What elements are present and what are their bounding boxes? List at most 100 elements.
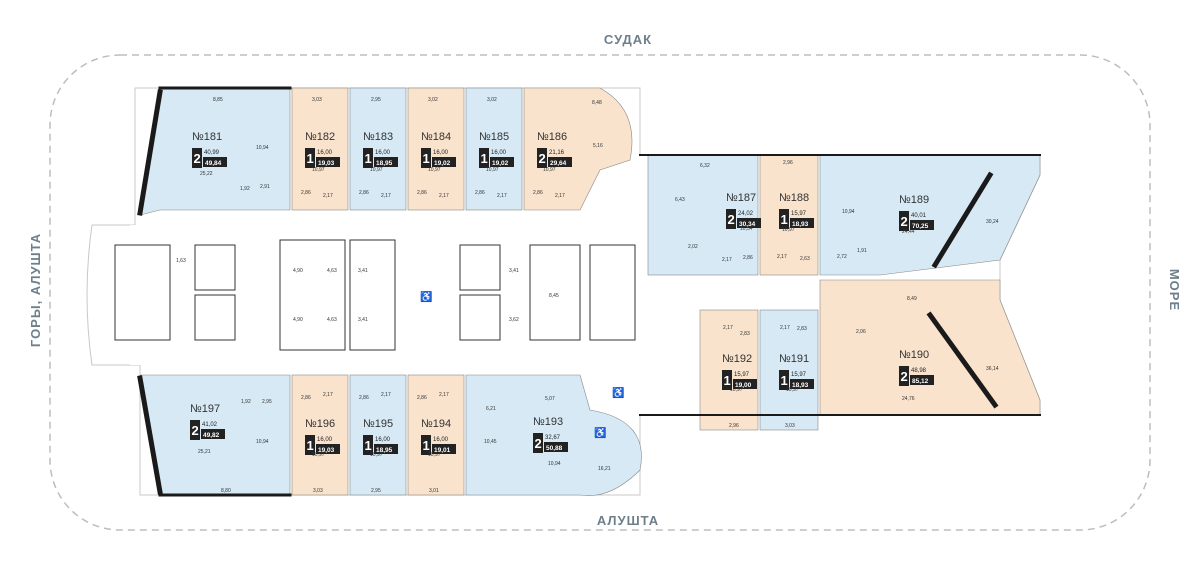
label-187: №187 2 24,02 30,34 (726, 192, 761, 229)
total-badge (374, 444, 398, 454)
unit-number: №196 (305, 418, 335, 430)
rooms-count: 2 (901, 214, 908, 229)
wheelchair-icon: ♿ (420, 290, 432, 303)
total-area: 19,00 (735, 382, 752, 389)
rooms-count: 1 (724, 373, 731, 388)
room-area: 8,45 (549, 293, 559, 299)
room-area: 10,97 (370, 452, 383, 458)
total-area: 19,03 (318, 160, 335, 167)
total-badge (548, 157, 572, 167)
label-191: №191 1 15,97 18,93 (779, 353, 814, 390)
total-badge (316, 444, 340, 454)
room-area: 3,62 (509, 317, 519, 323)
unit-189 (819, 154, 1041, 276)
rooms-badge (305, 435, 315, 455)
rooms-count: 1 (781, 212, 788, 227)
room-area: 2,02 (688, 244, 698, 250)
label-197: №197 2 41,02 49,82 (190, 403, 225, 440)
total-badge (544, 442, 568, 452)
unit-194 (407, 374, 465, 496)
stair-east (589, 244, 636, 341)
room-area: 10,54 (740, 226, 753, 232)
room-area: 10,94 (842, 209, 855, 215)
room-area: 3,41 (509, 268, 519, 274)
label-181: №181 2 40,99 49,84 (192, 131, 227, 168)
lift-3 (459, 244, 501, 291)
total-area: 29,64 (550, 160, 567, 167)
site-boundary (49, 54, 1151, 531)
room-area: 2,96 (783, 160, 793, 166)
walls (137, 86, 1041, 497)
unit-number: №188 (779, 192, 809, 204)
room-measurements: 8,85 10,94 25,22 1,92 2,91 3,03 10,97 2,… (176, 97, 999, 494)
room-area: 10,97 (312, 167, 325, 173)
room-area: 2,17 (723, 325, 733, 331)
room-area: 10,94 (548, 461, 561, 467)
room-area: 25,22 (200, 171, 213, 177)
room-area: 6,32 (700, 163, 710, 169)
room-area: 16,21 (598, 466, 611, 472)
total-area: 19,01 (434, 447, 451, 454)
rooms-count: 2 (194, 151, 201, 166)
room-area: 2,17 (323, 193, 333, 199)
room-area: 30,24 (986, 219, 999, 225)
unit-196 (291, 374, 349, 496)
room-area: 2,17 (323, 392, 333, 398)
rooms-badge (726, 209, 736, 229)
room-area: 10,97 (428, 452, 441, 458)
living-area: 16,00 (433, 437, 449, 443)
room-area: 2,95 (371, 97, 381, 103)
room-area: 2,95 (371, 488, 381, 494)
rooms-badge (192, 148, 202, 168)
room-area: 10,45 (484, 439, 497, 445)
unit-number: №197 (190, 403, 220, 415)
unit-number: №184 (421, 131, 451, 143)
living-area: 24,02 (738, 211, 754, 217)
direction-east: МОРЕ (1167, 269, 1182, 311)
living-area: 16,00 (317, 437, 333, 443)
rooms-count: 1 (423, 151, 430, 166)
unit-193 (465, 374, 642, 496)
room-area: 2,86 (417, 395, 427, 401)
unit-187 (647, 154, 759, 276)
room-area: 10,97 (428, 167, 441, 173)
rooms-badge (479, 148, 489, 168)
room-area: 3,03 (312, 97, 322, 103)
unit-number: №194 (421, 418, 451, 430)
room-area: 10,97 (370, 167, 383, 173)
living-area: 48,98 (911, 368, 927, 374)
total-badge (490, 157, 514, 167)
unit-184 (407, 87, 465, 211)
unit-190 (819, 279, 1041, 416)
living-area: 15,97 (791, 372, 807, 378)
lift-2 (194, 294, 236, 341)
room-area: 5,16 (593, 143, 603, 149)
label-182: №182 1 16,00 19,03 (305, 131, 340, 168)
room-area: 10,94 (256, 145, 269, 151)
living-area: 16,00 (375, 437, 391, 443)
room-area: 2,86 (417, 190, 427, 196)
room-area: 3,41 (358, 317, 368, 323)
label-185: №185 1 16,00 19,02 (479, 131, 514, 168)
living-area: 15,97 (734, 372, 750, 378)
total-area: 70,25 (912, 223, 929, 230)
direction-west: ГОРЫ, АЛУШТА (28, 233, 43, 347)
direction-south: АЛУШТА (597, 513, 659, 528)
total-badge (432, 157, 456, 167)
room-area: 6,43 (675, 197, 685, 203)
rooms-count: 1 (365, 438, 372, 453)
unit-number: №193 (533, 416, 563, 428)
stair-west (114, 244, 171, 341)
room-area: 10,97 (543, 167, 556, 173)
lift-1 (194, 244, 236, 291)
room-area: 2,72 (837, 254, 847, 260)
total-area: 18,95 (376, 447, 393, 454)
label-188: №188 1 15,97 18,93 (779, 192, 814, 229)
room-area: 2,17 (381, 392, 391, 398)
total-area: 18,93 (792, 382, 809, 389)
room-area: 2,86 (533, 190, 543, 196)
room-area: 5,07 (545, 396, 555, 402)
room-area: 2,86 (359, 395, 369, 401)
rooms-badge (421, 148, 431, 168)
